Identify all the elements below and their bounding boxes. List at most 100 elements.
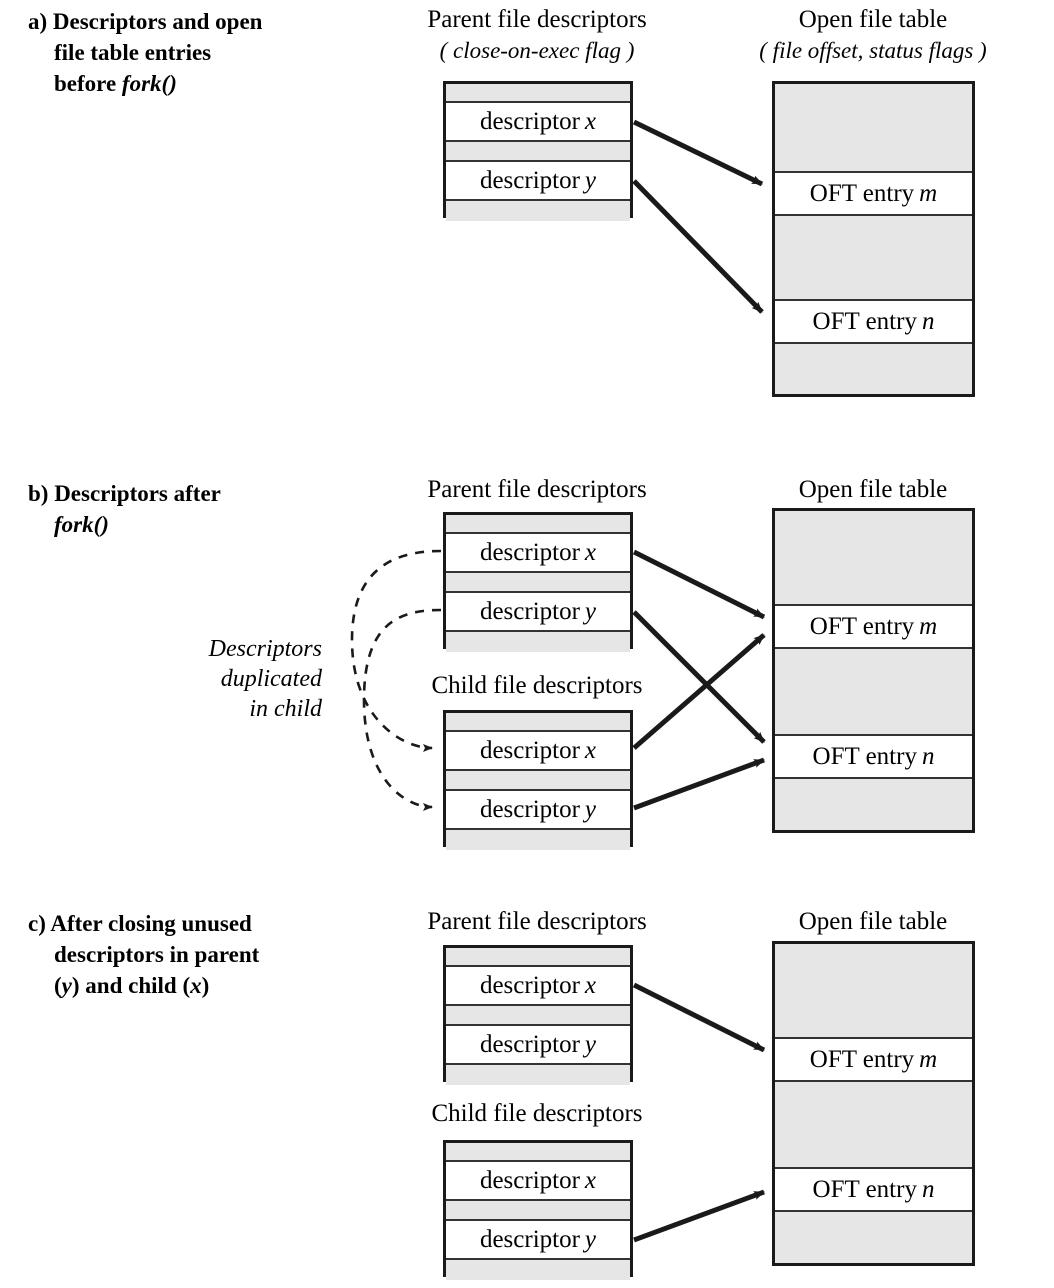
side-note-line3: in child [249,696,322,722]
table-row [446,515,630,534]
row-var: y [584,795,597,823]
panel-c-caption-var-y: y [61,973,72,998]
row-label: descriptor [479,736,580,764]
table-row [446,573,630,593]
row-var: y [584,1030,597,1058]
panel-a-caption-line3-prefix: before [54,71,122,96]
row-var: y [584,597,597,625]
panel-a-parent-file-descriptors-table: descriptor x descriptor y [443,81,633,221]
arrow-b-dup-y [362,608,442,811]
panel-c-caption-line3: (y) and child (x) [28,970,398,1001]
table-row-descriptor-y: descriptor y [446,791,630,830]
side-note-line1: Descriptors [208,636,322,662]
table-row [446,1065,630,1085]
arrow-a-parent-x-to-oft-m [632,119,764,187]
row-var: x [584,971,597,999]
row-label: descriptor [479,795,580,823]
table-row-descriptor-x: descriptor x [446,732,630,771]
table-row-oft-entry-m: OFT entry m [775,1039,972,1082]
table-row-descriptor-y: descriptor y [446,593,630,632]
arrow-b-parent-x-to-oft-m [632,549,766,620]
row-label: OFT entry [812,307,917,335]
table-row [446,142,630,162]
table-row-oft-entry-n: OFT entry n [775,1169,972,1212]
panel-c-child-file-descriptors-table: descriptor x descriptor y [443,1140,633,1280]
panel-a-caption-line1: a) Descriptors and open [28,9,263,34]
panel-c-parent-header-title: Parent file descriptors [427,908,647,935]
panel-b-child-header-title: Child file descriptors [431,672,643,699]
row-label: OFT entry [809,179,915,207]
table-row [775,344,972,394]
row-var: x [584,538,597,566]
table-row [775,649,972,736]
panel-c-caption: c) After closing unused descriptors in p… [28,908,398,1001]
panel-b-parent-file-descriptors-table: descriptor x descriptor y [443,512,633,652]
table-row [446,1201,630,1221]
arrow-b-dup-x [350,549,442,752]
row-label: OFT entry [809,612,915,640]
panel-c-parent-header: Parent file descriptors [387,906,687,937]
row-var: m [919,179,938,207]
panel-c-child-header-title: Child file descriptors [431,1100,643,1127]
panel-a-parent-header-title: Parent file descriptors [427,6,647,33]
table-row [775,779,972,830]
row-label: descriptor [479,1030,580,1058]
panel-b-side-note: Descriptors duplicated in child [60,634,322,724]
table-row [446,201,630,221]
row-label: descriptor [479,107,580,135]
arrow-c-parent-x-to-oft-m [632,982,766,1053]
panel-b-child-header: Child file descriptors [387,670,687,701]
row-var: n [921,742,935,770]
table-row [446,830,630,850]
panel-c-caption-line1: c) After closing unused [28,911,252,936]
panel-b-caption-line1: b) Descriptors after [28,481,221,506]
table-row-descriptor-x: descriptor x [446,967,630,1006]
panel-c-parent-file-descriptors-table: descriptor x descriptor y [443,945,633,1085]
row-var: m [919,612,938,640]
table-row-oft-entry-m: OFT entry m [775,173,972,216]
side-note-line2: duplicated [220,666,322,692]
panel-b-oft-header-title: Open file table [798,476,948,503]
panel-a-caption-fork: fork() [121,71,177,96]
row-var: m [919,1045,938,1073]
row-label: descriptor [479,971,580,999]
table-row-descriptor-x: descriptor x [446,103,630,142]
panel-a-oft-header-title: Open file table [798,6,948,33]
table-row-descriptor-y: descriptor y [446,162,630,201]
panel-a-parent-header: Parent file descriptors ( close-on-exec … [387,4,687,66]
panel-a-caption-line3: before fork() [28,68,388,99]
table-row [446,948,630,967]
table-row [775,84,972,173]
row-label: descriptor [479,166,580,194]
panel-b-parent-header: Parent file descriptors [387,474,687,505]
arrow-a-parent-y-to-oft-n [632,179,764,314]
row-var: x [584,1166,597,1194]
row-var: x [584,736,597,764]
table-row [775,216,972,301]
panel-c-oft-header: Open file table [723,906,1023,937]
row-var: n [921,307,935,335]
table-row-oft-entry-m: OFT entry m [775,606,972,649]
panel-b-caption-line2: fork() [28,509,388,540]
arrow-c-child-y-to-oft-n [633,1189,765,1243]
row-label: descriptor [479,1166,580,1194]
table-row-oft-entry-n: OFT entry n [775,301,972,344]
table-row [775,1082,972,1169]
panel-c-caption-paren-open: ( [54,973,62,998]
row-label: OFT entry [812,742,917,770]
panel-c-caption-mid: ) and child ( [71,973,191,998]
panel-b-parent-header-title: Parent file descriptors [427,476,647,503]
panel-a-oft-header: Open file table ( file offset, status fl… [723,4,1023,66]
panel-b-oft-header: Open file table [723,474,1023,505]
table-row [446,1006,630,1026]
row-var: n [921,1175,935,1203]
panel-c-caption-paren-close: ) [201,973,210,998]
row-var: y [584,1225,597,1253]
panel-c-caption-line2: descriptors in parent [54,942,260,967]
table-row [446,84,630,103]
row-var: y [584,166,597,194]
panel-c-child-header: Child file descriptors [387,1098,687,1129]
row-label: OFT entry [809,1045,915,1073]
table-row [446,771,630,791]
